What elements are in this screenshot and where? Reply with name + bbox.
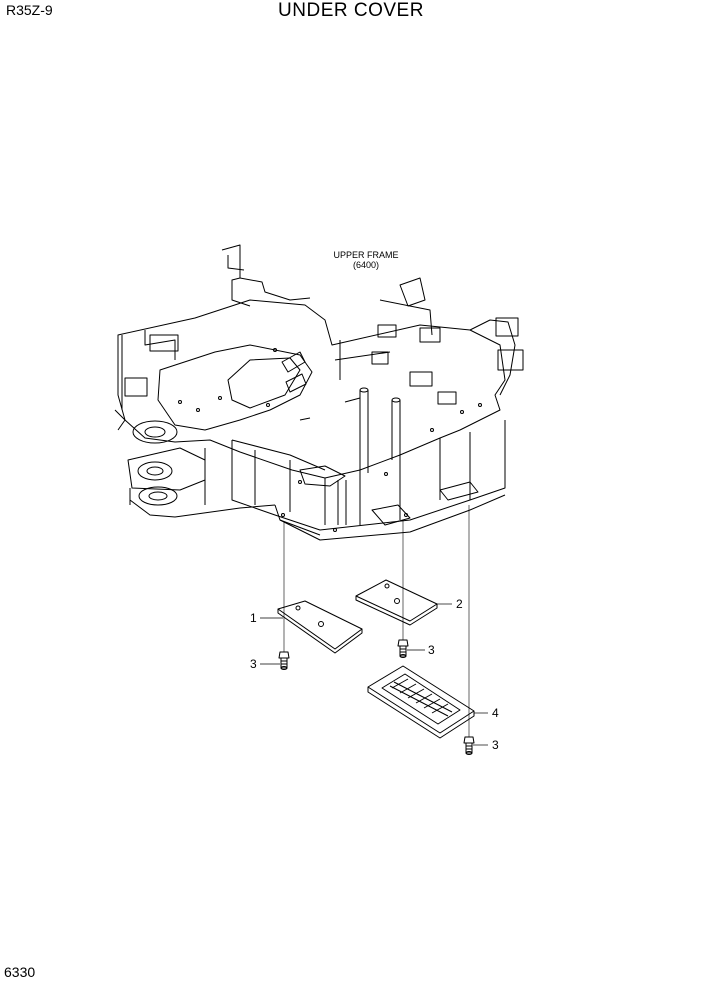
bolt-part-3-left [278,651,290,670]
callout-part-4: 4 [492,706,499,720]
callout-part-3-left: 3 [250,657,257,671]
step-cover-part-4 [367,665,475,739]
leader-lines [260,603,488,746]
assembly-name-label: UPPER FRAME [333,250,398,260]
callout-part-2: 2 [456,597,463,611]
bolt-part-3-center [397,639,409,658]
model-code: R35Z-9 [6,2,53,18]
assembly-code-label: (6400) [353,260,379,270]
bolt-part-3-right [463,736,475,755]
assembly-lines [283,505,470,737]
under-cover-part-1 [277,600,363,654]
page-number: 6330 [4,964,36,980]
page-title: UNDER COVER [278,0,424,21]
upper-frame-drawing [114,244,524,541]
callout-part-3-center: 3 [428,643,435,657]
callout-part-1: 1 [250,611,257,625]
callout-part-3-right: 3 [492,738,499,752]
under-cover-part-2 [355,579,438,626]
